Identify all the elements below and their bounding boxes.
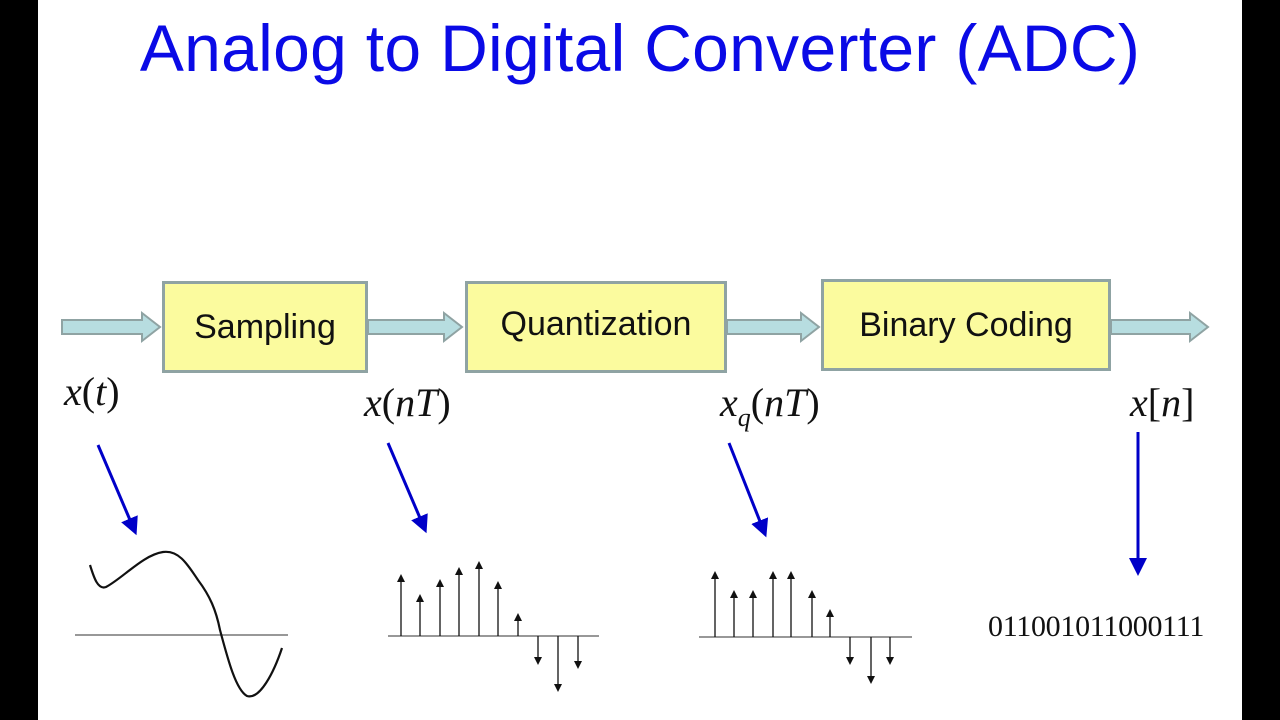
flow-arrow-output [1110, 310, 1210, 344]
slide-title: Analog to Digital Converter (ADC) [139, 11, 1141, 85]
quantized-stem-plot [699, 571, 912, 684]
binary-coding-label: Binary Coding [859, 305, 1073, 344]
pointer-arrow-analog [96, 444, 138, 536]
flow-arrow-sampling-to-quantization [367, 310, 464, 344]
sampling-block: Sampling [162, 281, 368, 373]
quantization-label: Quantization [500, 304, 692, 343]
diagram-graphics [61, 310, 1210, 698]
flow-arrow-quantization-to-coding [726, 310, 821, 344]
flow-arrow-input [61, 310, 162, 344]
binary-coding-block: Binary Coding [821, 279, 1111, 371]
signal-label-analog: x(t) [64, 369, 120, 414]
analog-waveform-plot [75, 550, 288, 698]
slide: Analog to Digital Converter (ADC) [38, 0, 1242, 720]
pointer-arrow-quantized [727, 442, 769, 538]
binary-output-text: 011001011000111 [988, 610, 1205, 643]
sampled-stem-plot [388, 561, 599, 692]
sampling-label: Sampling [194, 307, 336, 346]
signal-label-digital: x[n] [1130, 380, 1195, 425]
quantization-block: Quantization [465, 281, 727, 373]
pointer-arrow-sampled [386, 442, 428, 534]
signal-label-quantized: xq(nT) [720, 380, 820, 432]
signal-label-sampled: x(nT) [364, 380, 451, 425]
